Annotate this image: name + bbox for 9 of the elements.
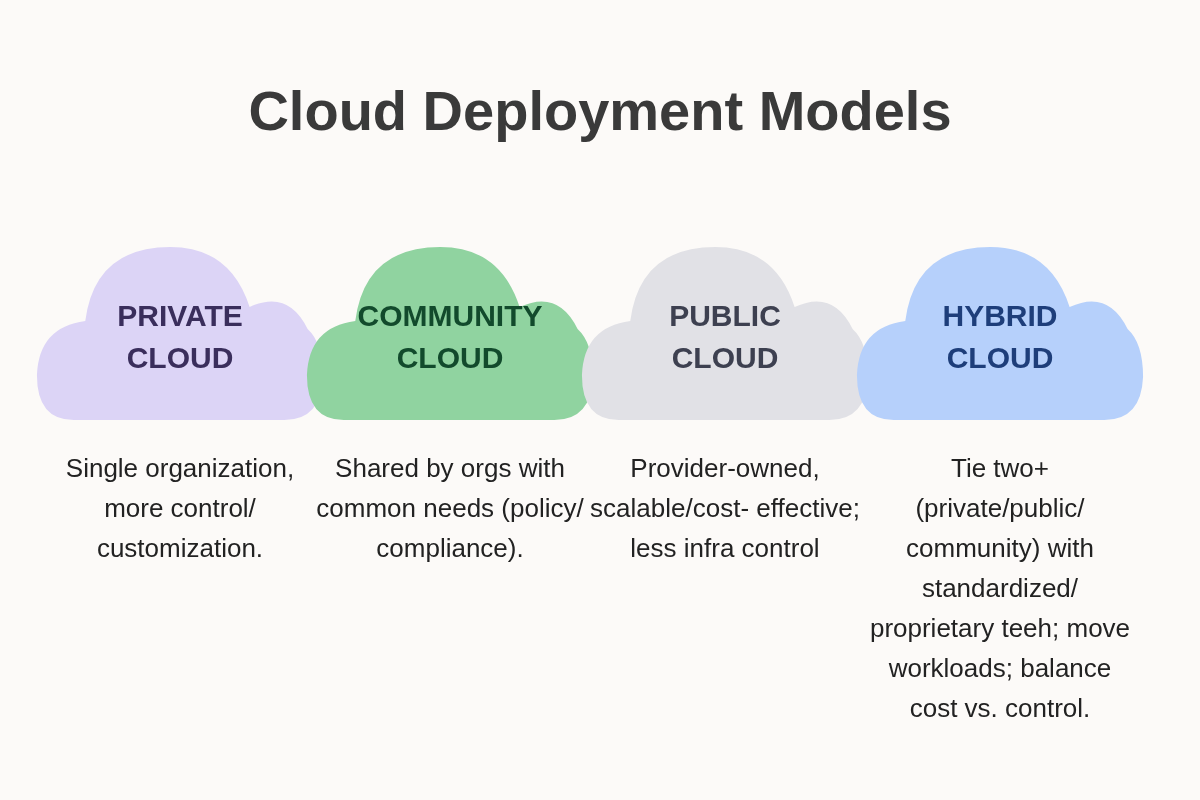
description-text: Tie two+ (private/public/ community) with standardized/ proprietary teeh; move workloads; balance cost vs. control. bbox=[868, 452, 1132, 725]
title: Cloud Deployment Models bbox=[247, 78, 953, 143]
cloud-label: PRIVATE CLOUD bbox=[116, 298, 244, 376]
cloud-label: HYBRID CLOUD bbox=[941, 298, 1059, 376]
cloud-label: COMMUNITY CLOUD bbox=[356, 298, 544, 376]
cloud-label: PUBLIC CLOUD bbox=[668, 298, 782, 376]
description-text: Provider-owned, scalable/cost- effective; less infra control bbox=[590, 452, 860, 565]
description-text: Single organization, more control/ customization. bbox=[64, 452, 296, 565]
description-text: Shared by orgs with common needs (policy/ compliance). bbox=[315, 452, 585, 565]
